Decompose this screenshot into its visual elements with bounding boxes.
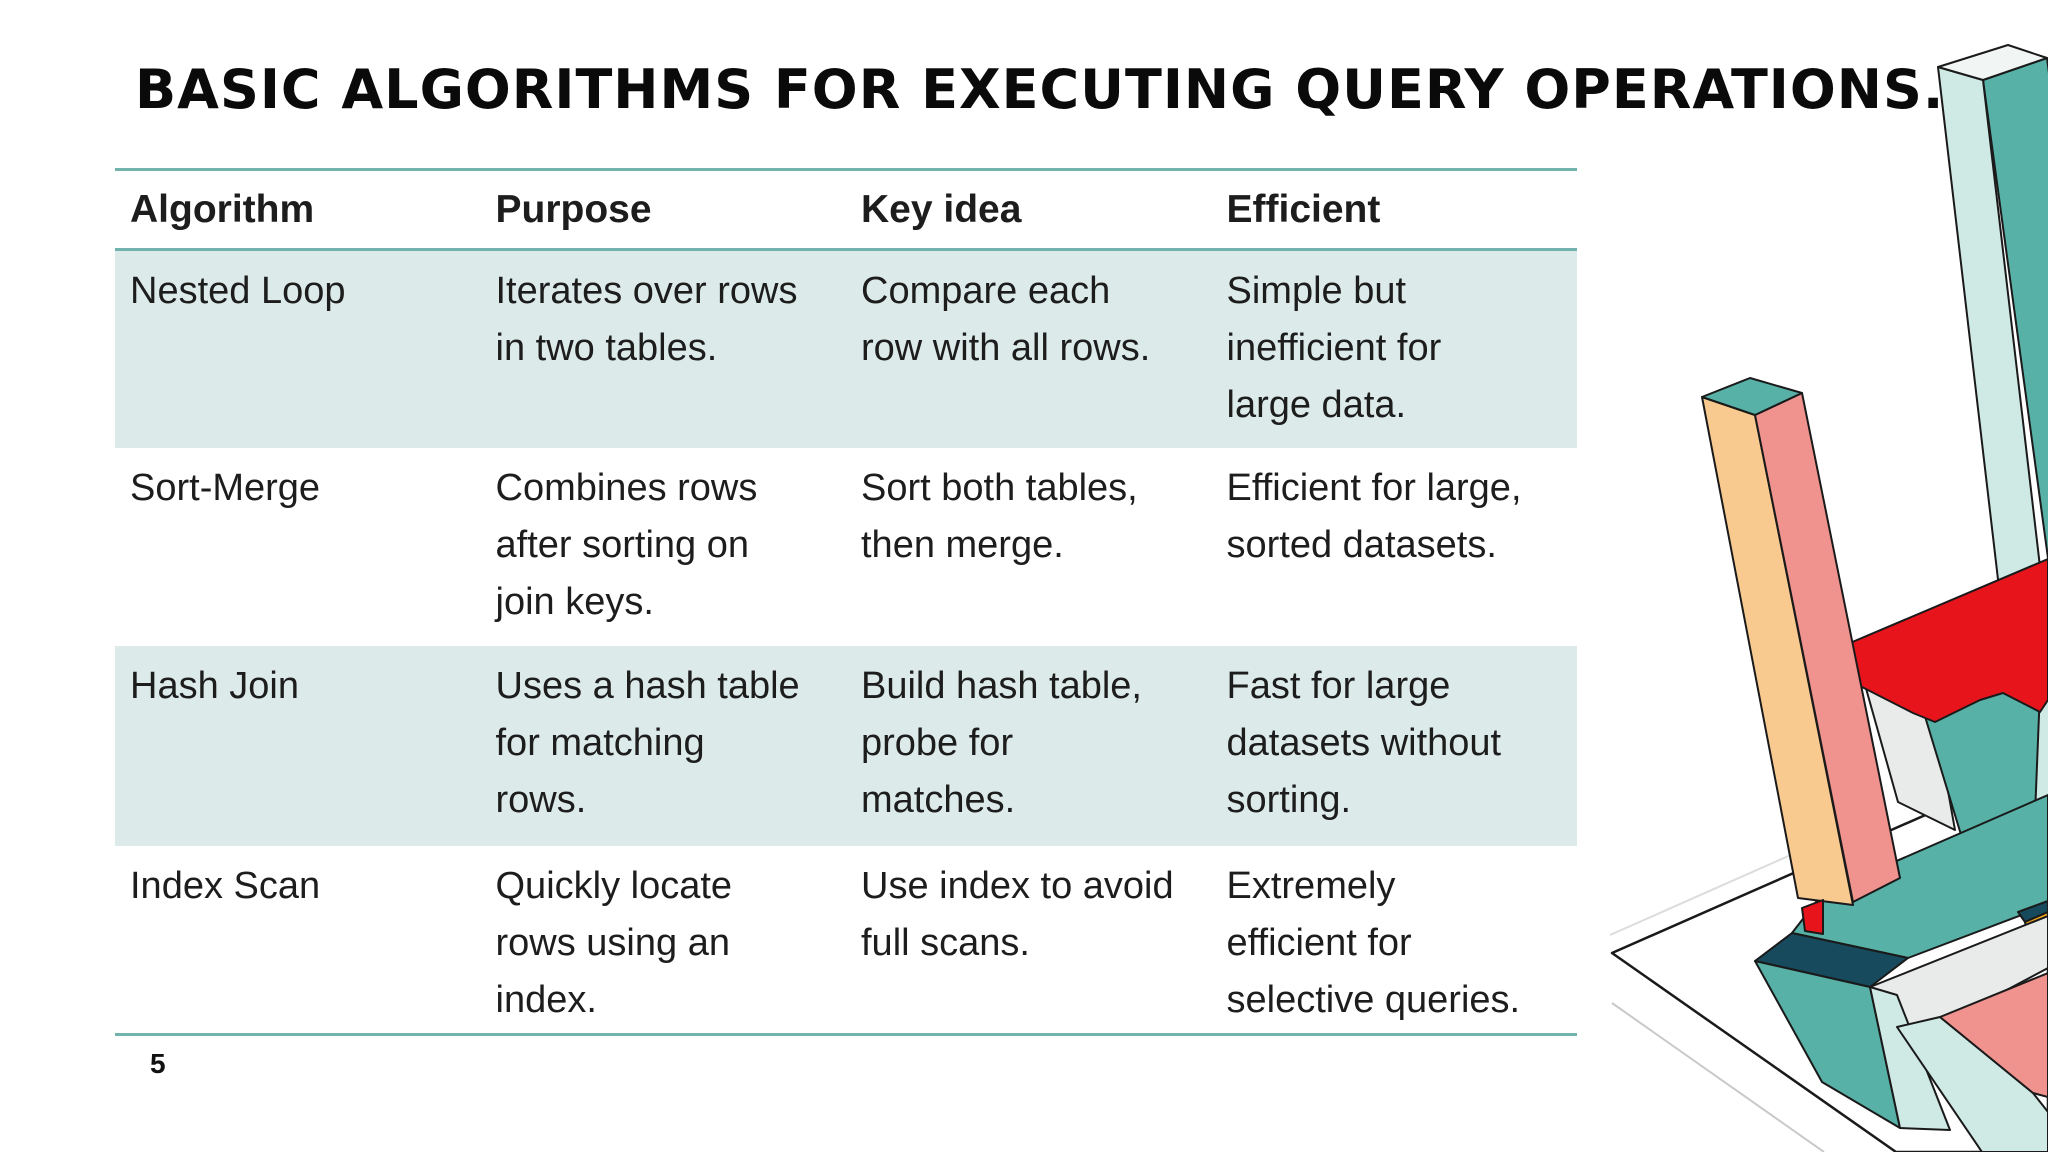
navy-strip-right <box>2017 900 2048 923</box>
red-sliver-bar-base <box>1801 899 1824 935</box>
table-row: Sort-Merge Combines rows after sorting o… <box>115 448 1577 646</box>
platform-faint-line <box>1609 849 1803 936</box>
tall-column-top-face <box>1937 44 2048 81</box>
cell-algorithm: Hash Join <box>130 665 299 707</box>
header-cell-efficient: Efficient <box>1226 187 1381 231</box>
cell-purpose: Iterates over rows in two tables. <box>495 270 798 369</box>
cell-purpose: Quickly locate rows using an index. <box>495 865 733 1021</box>
teal-front-block-side <box>1869 986 1951 1131</box>
cell-purpose: Uses a hash table for matching rows. <box>495 665 800 821</box>
slide-title: BASIC ALGORITHMS FOR EXECUTING QUERY OPE… <box>135 58 1988 121</box>
table-header-row: Algorithm Purpose Key idea Efficient <box>115 171 1577 251</box>
cell-algorithm: Sort-Merge <box>130 467 321 509</box>
cell-efficient: Efficient for large, sorted datasets. <box>1226 467 1522 566</box>
slanted-bar-top-face <box>1701 377 1803 416</box>
table-row: Index Scan Quickly locate rows using an … <box>115 846 1577 1036</box>
header-cell-key-idea: Key idea <box>861 187 1022 231</box>
cell-key-idea: Compare each row with all rows. <box>861 270 1151 369</box>
cell-key-idea: Sort both tables, then merge. <box>861 467 1138 566</box>
platform-edge-shadow-line <box>1611 1002 1825 1152</box>
table-row: Nested Loop Iterates over rows in two ta… <box>115 251 1577 448</box>
cell-algorithm: Nested Loop <box>130 270 346 312</box>
table-row: Hash Join Uses a hash table for matching… <box>115 646 1577 846</box>
red-zigzag-surface <box>1849 558 2048 723</box>
cell-key-idea: Use index to avoid full scans. <box>861 865 1174 964</box>
teal-beam <box>1791 794 2048 959</box>
cell-efficient: Fast for large datasets without sorting. <box>1226 665 1502 821</box>
cell-purpose: Combines rows after sorting on join keys… <box>495 467 758 623</box>
cell-efficient: Extremely efficient for selective querie… <box>1226 865 1521 1021</box>
cell-key-idea: Build hash table, probe for matches. <box>861 665 1142 821</box>
page-number: 5 <box>150 1048 166 1079</box>
isometric-blocks-illustration <box>1609 44 2048 1152</box>
cell-efficient: Simple but inefficient for large data. <box>1226 270 1442 426</box>
header-cell-algorithm: Algorithm <box>130 187 315 231</box>
algorithms-table: Algorithm Purpose Key idea Efficient Nes… <box>115 168 1577 1036</box>
bottom-right-block-top <box>1939 972 2048 1098</box>
header-cell-purpose: Purpose <box>495 187 652 231</box>
cell-algorithm: Index Scan <box>130 865 321 907</box>
